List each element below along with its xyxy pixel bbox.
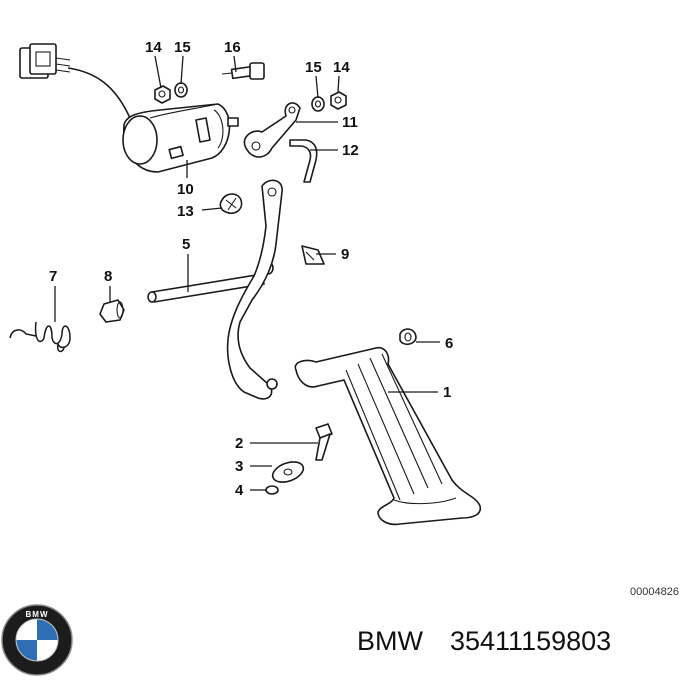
- nut-4: [265, 485, 279, 495]
- callout-11: 11: [342, 114, 358, 131]
- callout-8: 8: [104, 268, 112, 285]
- bushing-8: [99, 299, 125, 323]
- washer-3: [271, 461, 305, 483]
- leader-lines: [54, 55, 440, 491]
- callout-14-right: 14: [333, 59, 350, 76]
- pedal-pad-1: [294, 346, 482, 526]
- callout-3: 3: [235, 458, 243, 475]
- callout-9: 9: [341, 246, 349, 263]
- connector-plug: [19, 43, 71, 79]
- callout-6: 6: [445, 335, 453, 352]
- callout-15-left: 15: [174, 39, 191, 56]
- callout-14-left: 14: [145, 39, 162, 56]
- callout-2: 2: [235, 435, 243, 452]
- nut-14-right: [330, 91, 347, 110]
- bolt-2: [315, 423, 333, 461]
- link-rod-12: [289, 139, 318, 183]
- logo-lettering: BMW: [26, 610, 49, 619]
- clip-13: [219, 193, 243, 215]
- callout-1: 1: [443, 384, 451, 401]
- washer-15-left: [174, 82, 188, 98]
- callout-15-right: 15: [305, 59, 322, 76]
- sensor-cable: [67, 67, 131, 119]
- callout-5: 5: [182, 236, 190, 253]
- callout-10: 10: [177, 181, 194, 198]
- callout-4: 4: [235, 482, 244, 499]
- spring-7: [9, 321, 71, 353]
- brand-name: BMW: [357, 626, 424, 656]
- clip-9: [301, 245, 325, 265]
- part-number: 35411159803: [450, 626, 611, 656]
- callout-12: 12: [342, 142, 359, 159]
- nut-14-left: [154, 85, 171, 104]
- washer-15-right: [311, 96, 325, 112]
- lever-11: [243, 102, 301, 158]
- callout-7: 7: [49, 268, 57, 285]
- throttle-sensor: [122, 103, 239, 173]
- clip-6: [399, 328, 417, 346]
- diagram-reference-number: 00004826: [630, 586, 679, 598]
- bolt-16: [221, 62, 265, 80]
- callout-labels: 1 2 3 4 5 6 7 8 9 10 11 12 13 14 15 16 1…: [49, 39, 453, 499]
- bmw-logo: BMW: [1, 604, 73, 676]
- callout-16: 16: [224, 39, 241, 56]
- callout-13: 13: [177, 203, 194, 220]
- pedal-arm: [226, 179, 283, 400]
